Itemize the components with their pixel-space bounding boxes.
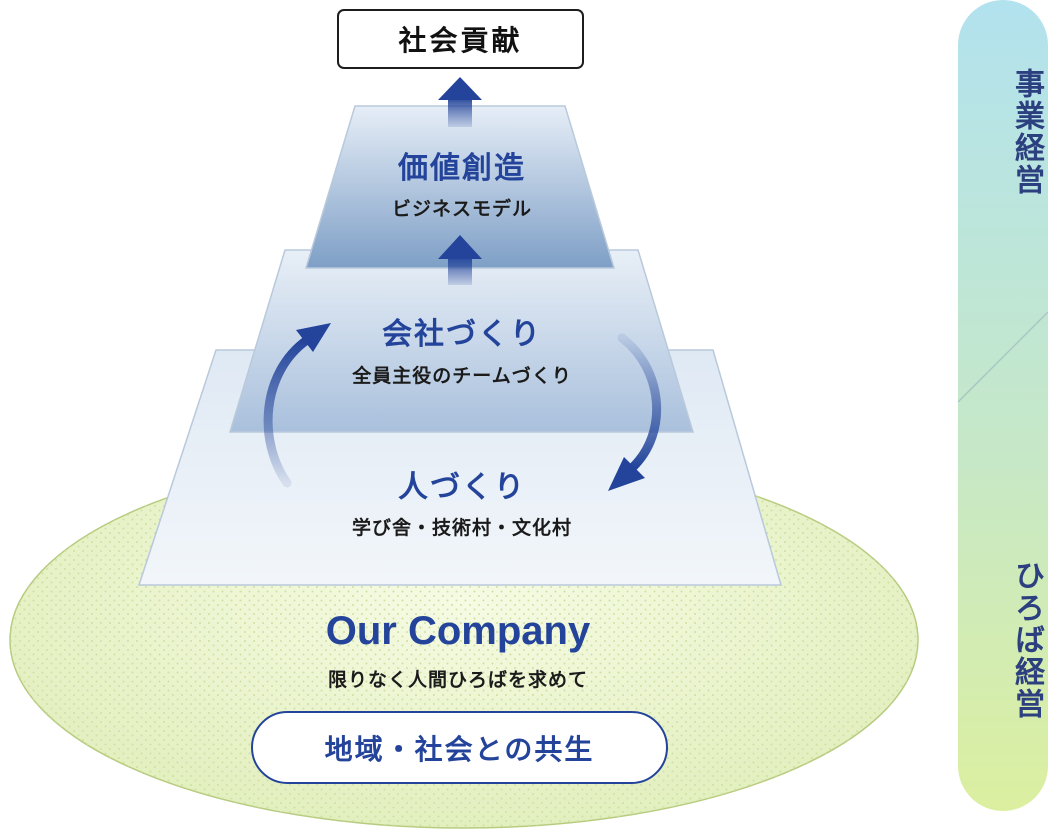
- tier-value-subtitle: ビジネスモデル: [391, 198, 533, 220]
- goal-label: 社会貢献: [398, 24, 523, 57]
- tier-company-title: 会社づくり: [382, 317, 542, 352]
- arrow-up-icon: [438, 235, 482, 285]
- side-bar: [958, 0, 1048, 811]
- coexistence-label: 地域・社会との共生: [324, 732, 595, 766]
- company-motto: 限りなく人間ひろばを求めて: [327, 669, 589, 691]
- arrow-up-icon: [438, 77, 482, 127]
- tier-people-subtitle: 学び舎・技術村・文化村: [351, 517, 573, 539]
- tier-value-title: 価値創造: [398, 151, 526, 186]
- cycle-arrow-up-icon: [263, 323, 331, 488]
- company-name: Our Company: [325, 609, 591, 653]
- side-label-business: 事業経営: [1009, 68, 1044, 196]
- tier-people-title: 人づくり: [398, 470, 526, 505]
- side-label-hiroba: ひろば経営: [1009, 560, 1044, 720]
- tier-company-subtitle: 全員主役のチームづくり: [352, 365, 572, 387]
- coexistence-pill: 地域・社会との共生: [251, 711, 668, 784]
- tier-value-shape: [304, 105, 616, 269]
- goal-box: 社会貢献: [337, 9, 584, 69]
- cycle-arrow-down-icon: [608, 333, 662, 491]
